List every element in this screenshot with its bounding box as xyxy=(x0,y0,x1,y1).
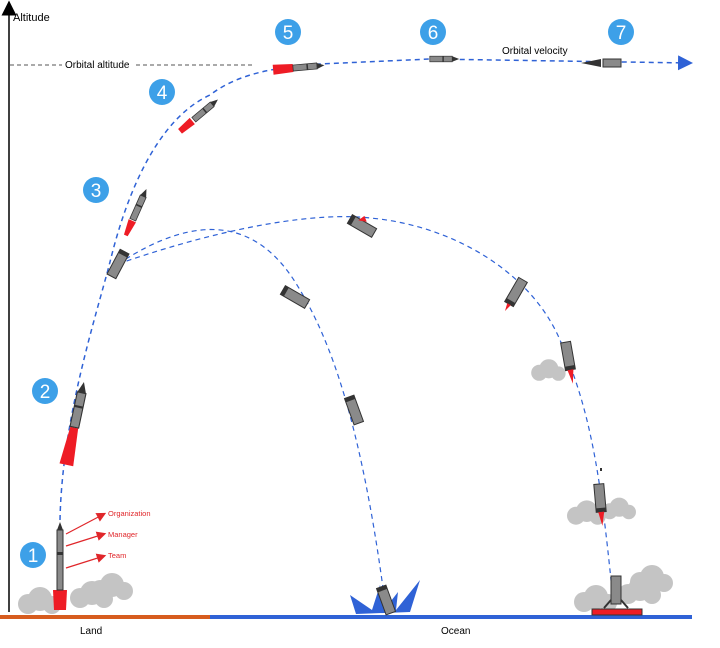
stage-badge-7: 7 xyxy=(608,19,634,45)
booster-flip xyxy=(346,214,378,238)
annotation-manager: Manager xyxy=(108,530,138,539)
svg-text:5: 5 xyxy=(283,23,294,44)
booster-return-3 xyxy=(593,483,607,526)
ascent-trajectory xyxy=(59,55,693,521)
land-label: Land xyxy=(80,626,102,637)
svg-text:1: 1 xyxy=(28,546,39,567)
svg-text:6: 6 xyxy=(428,23,439,44)
annotation-organization: Organization xyxy=(108,509,151,518)
svg-text:4: 4 xyxy=(157,83,168,104)
launch-smoke xyxy=(18,573,133,614)
launch-flame xyxy=(53,590,67,610)
booster-ocean-2 xyxy=(344,394,364,426)
svg-text:2: 2 xyxy=(40,382,51,403)
rocket-stage-6 xyxy=(429,55,460,63)
stage-badge-2: 2 xyxy=(32,378,58,404)
booster-return-1 xyxy=(504,276,528,312)
svg-text:3: 3 xyxy=(91,181,102,202)
orbital-altitude-label: Orbital altitude xyxy=(65,60,130,71)
altitude-label: Altitude xyxy=(13,12,50,24)
booster-smoke-1 xyxy=(531,359,566,381)
stage-badge-6: 6 xyxy=(420,19,446,45)
landing-smoke xyxy=(574,565,673,612)
pad-landing-trajectory xyxy=(117,216,613,591)
annotation-arrows xyxy=(65,512,107,569)
stage-badge-1: 1 xyxy=(20,542,46,568)
launch-rocket xyxy=(56,522,64,591)
rocket-stage-7 xyxy=(581,58,622,68)
stage-badge-5: 5 xyxy=(275,19,301,45)
landing-pad xyxy=(591,608,643,616)
ocean-splash xyxy=(350,580,420,616)
rocket-stage-2 xyxy=(59,380,89,467)
rocket-stage-4 xyxy=(178,96,221,134)
landed-booster xyxy=(603,575,629,609)
stage-badge-3: 3 xyxy=(83,177,109,203)
stage-badge-4: 4 xyxy=(149,79,175,105)
orbital-velocity-label: Orbital velocity xyxy=(502,46,568,57)
annotation-team: Team xyxy=(108,551,126,560)
svg-text:7: 7 xyxy=(616,23,627,44)
ocean-landing-trajectory xyxy=(117,228,384,589)
booster-return-2 xyxy=(560,340,576,384)
booster-separation xyxy=(106,248,130,280)
rocket-stage-5 xyxy=(272,61,326,75)
ocean-label: Ocean xyxy=(441,626,470,637)
booster-ocean-1 xyxy=(279,285,311,309)
rocket-stage-3 xyxy=(123,187,150,237)
